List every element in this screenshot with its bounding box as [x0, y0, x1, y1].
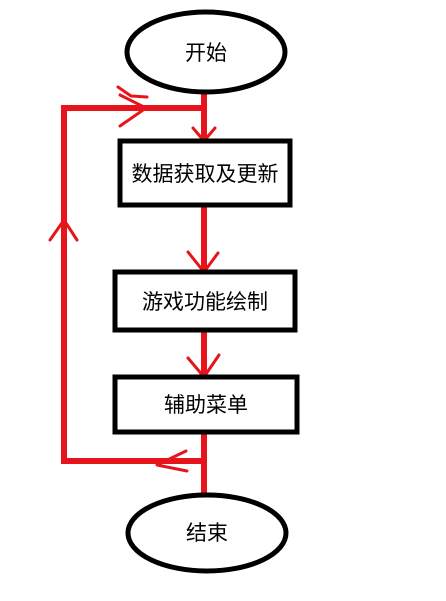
node-menu-shape [112, 374, 300, 435]
label-group: 开始 数据获取及更新 游戏功能绘制 辅助菜单 结束 [132, 41, 279, 545]
arrowhead-right-top [118, 93, 148, 128]
node-fetch-label: 数据获取及更新 [132, 162, 279, 186]
arrowhead-left-bottom [155, 449, 189, 473]
node-end-shape [125, 492, 289, 574]
node-start-shape [124, 9, 288, 95]
connector-group [61, 92, 207, 495]
node-end-label: 结束 [186, 521, 228, 545]
arrowhead-right-top-scribble [116, 85, 149, 99]
arrowhead-up-loop [48, 218, 79, 242]
node-start-label: 开始 [185, 41, 227, 65]
node-draw-label: 游戏功能绘制 [142, 290, 268, 314]
node-fetch-shape [117, 138, 293, 208]
node-draw-shape [112, 269, 298, 333]
edge-loop-menu-to-fetch [61, 105, 204, 464]
node-group [112, 9, 300, 574]
node-menu-label: 辅助菜单 [164, 393, 248, 417]
